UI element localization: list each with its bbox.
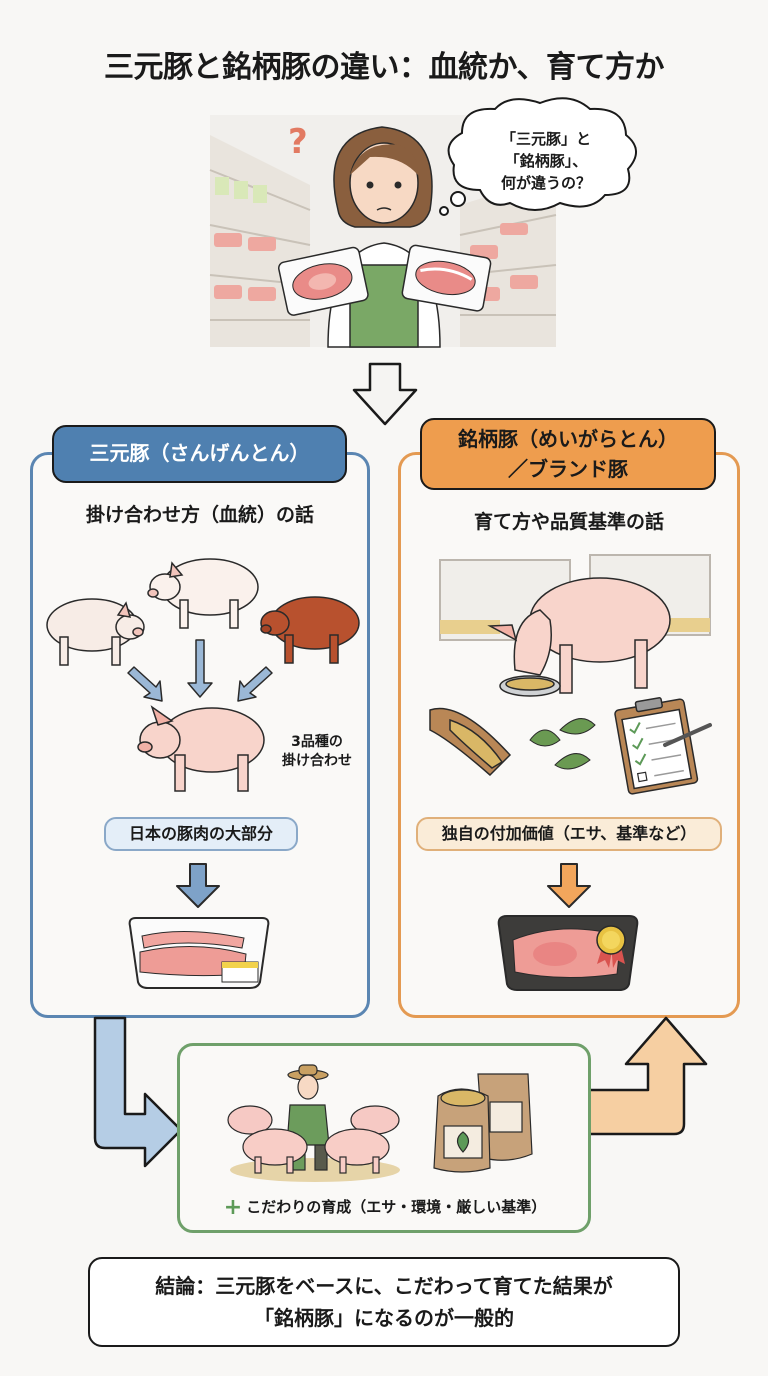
premium-meat-tray-icon <box>497 915 639 991</box>
orange-flow-arrow-icon <box>586 1016 708 1136</box>
three-breeds-label: 3品種の 掛け合わせ <box>282 733 352 771</box>
thought-bubble-text: 「三元豚」と 「銘柄豚」、 何が違うの？ <box>452 108 640 208</box>
meigaraton-tab: 銘柄豚（めいがらとん） ／ブランド豚 <box>420 418 716 490</box>
breed-label-line-1: 3品種の <box>291 734 343 750</box>
tab-line-2: ／ブランド豚 <box>508 457 628 481</box>
majority-pill: 日本の豚肉の大部分 <box>104 817 298 851</box>
feed-bags-illustration <box>433 1073 533 1173</box>
careful-raising-label: +こだわりの育成（エサ・環境・厳しい基準） <box>190 1195 580 1220</box>
question-mark-icon: ? <box>288 122 308 162</box>
farmer-with-pigs-illustration <box>227 1064 400 1182</box>
three-breed-pigs-illustration <box>46 558 360 792</box>
breed-label-line-2: 掛け合わせ <box>282 753 352 769</box>
orange-down-arrow-icon <box>547 863 591 908</box>
feeding-pig-illustration <box>429 554 712 795</box>
conclusion-box: 結論：三元豚をベースに、こだわって育てた結果が 「銘柄豚」になるのが一般的 <box>88 1257 680 1347</box>
blue-down-arrow-icon <box>176 863 220 908</box>
page-title: 三元豚と銘柄豚の違い：血統か、育て方か <box>104 50 664 85</box>
conclusion-line-1: 結論：三元豚をベースに、こだわって育てた結果が <box>155 1274 613 1298</box>
down-arrow-icon <box>352 362 418 426</box>
standard-meat-tray-icon <box>128 917 270 989</box>
bubble-line-2: 「銘柄豚」、 <box>504 152 588 170</box>
sangenton-tab: 三元豚（さんげんとん） <box>52 425 347 483</box>
tab-line-1: 銘柄豚（めいがらとん） <box>458 427 678 451</box>
careful-raising-text: こだわりの育成（エサ・環境・厳しい基準） <box>246 1198 547 1216</box>
bubble-line-3: 何が違うの？ <box>500 174 591 192</box>
plus-icon: + <box>223 1195 243 1220</box>
meigaraton-subheading: 育て方や品質基準の話 <box>473 511 664 533</box>
bubble-line-1: 「三元豚」と <box>500 130 591 148</box>
blue-flow-arrow-icon <box>93 1016 183 1168</box>
sangenton-subheading: 掛け合わせ方（血統）の話 <box>85 504 314 526</box>
thought-bubble <box>439 97 637 216</box>
conclusion-line-2: 「銘柄豚」になるのが一般的 <box>254 1306 514 1330</box>
added-value-pill: 独自の付加価値（エサ、基準など） <box>416 817 722 851</box>
